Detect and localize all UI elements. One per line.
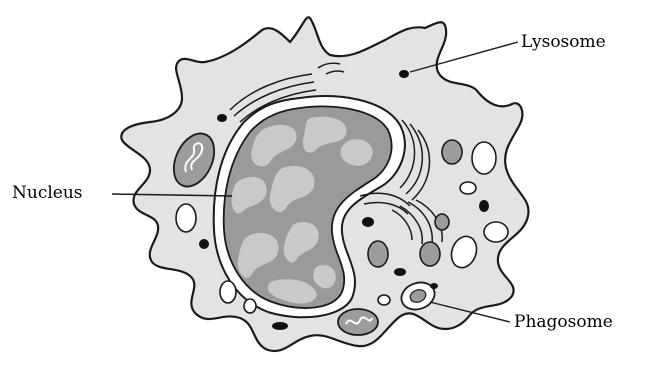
lysosome-label: Lysosome xyxy=(521,34,606,51)
phagosome-label: Phagosome xyxy=(514,314,613,331)
nucleus-label: Nucleus xyxy=(12,185,83,202)
mitochondrion-bottom xyxy=(338,309,378,335)
